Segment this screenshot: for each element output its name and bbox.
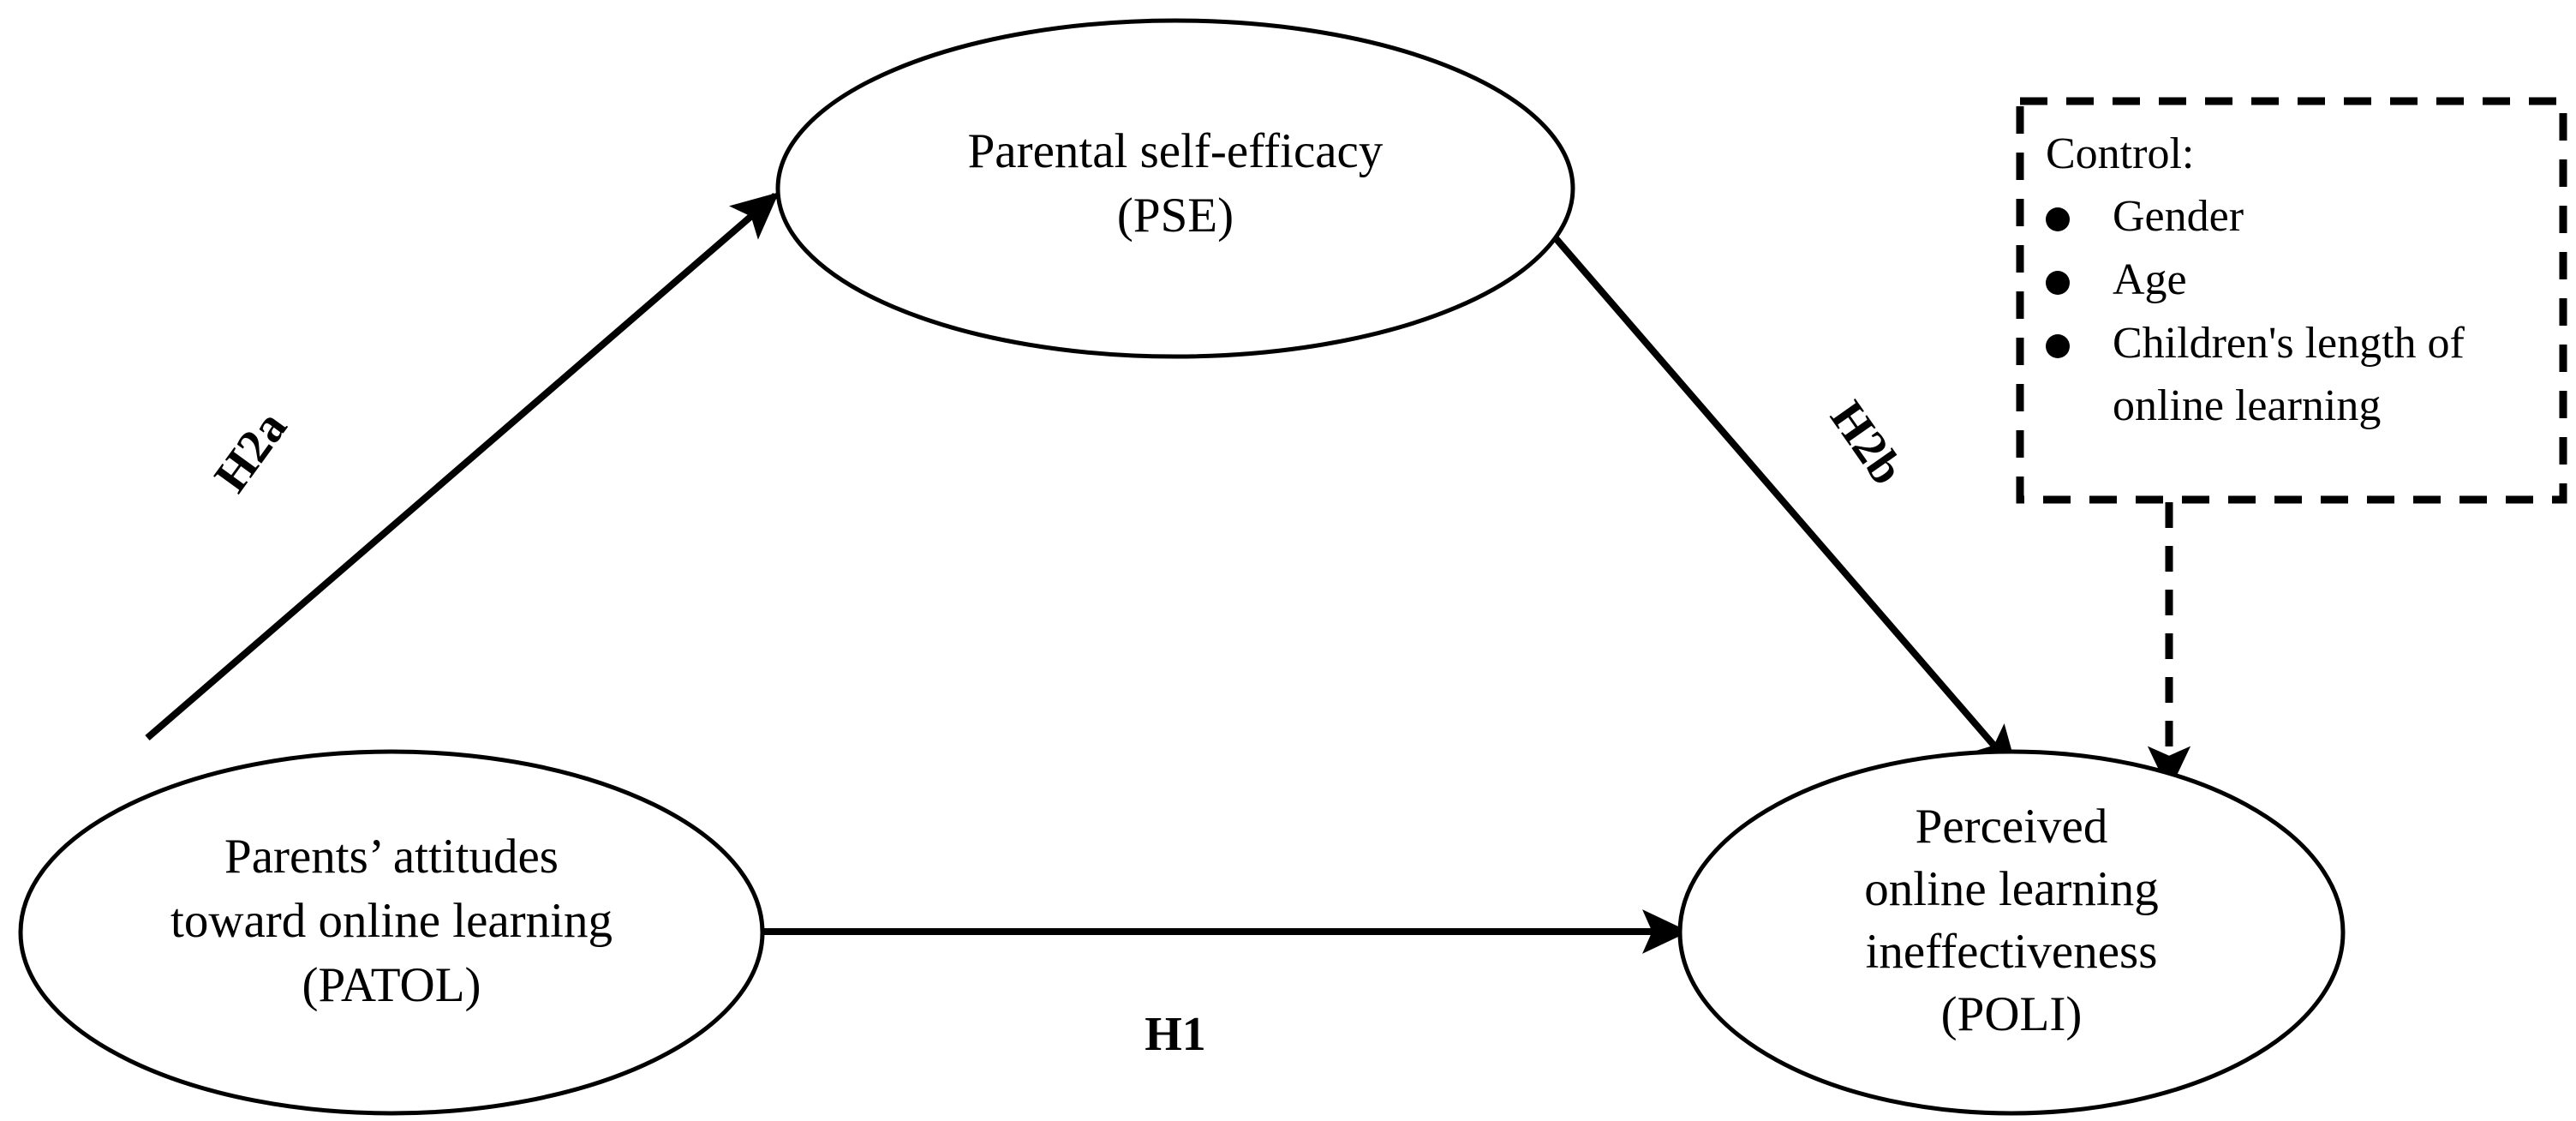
- node-poli-label-line2: online learning: [1864, 862, 2158, 916]
- control-box-heading: Control:: [2046, 129, 2194, 178]
- path-h2a-label: H2a: [204, 401, 297, 501]
- node-pse[interactable]: Parental self-efficacy (PSE): [775, 18, 1575, 359]
- path-h1-label: H1: [1145, 1008, 1206, 1061]
- bullet-icon: [2046, 334, 2070, 358]
- path-h2b-arrow: [1541, 223, 2018, 774]
- node-patol-label-line2: toward online learning: [170, 894, 613, 948]
- path-h2a-arrow: [145, 192, 780, 741]
- node-poli-shape[interactable]: [1677, 749, 2346, 1116]
- bullet-icon: [2046, 271, 2070, 295]
- node-pse-label-line1: Parental self-efficacy: [968, 124, 1384, 178]
- node-patol-shape[interactable]: [18, 749, 765, 1116]
- node-poli-label-line3: ineffectiveness: [1866, 925, 2158, 979]
- path-h2a: H2a: [145, 192, 780, 741]
- node-pse-shape[interactable]: [775, 18, 1575, 359]
- node-poli-label-line1: Perceived: [1916, 800, 2108, 854]
- control-item-gender: Gender: [2113, 192, 2244, 241]
- control-variables-box[interactable]: Control: Gender Age Children's length of…: [2016, 97, 2567, 504]
- node-poli-label-line4: (POLI): [1941, 987, 2083, 1041]
- control-item-age: Age: [2113, 255, 2187, 304]
- control-item-children-length-line2: online learning: [2113, 381, 2381, 430]
- path-h1: H1: [759, 909, 1689, 1061]
- control-item-children-length-line1: Children's length of: [2113, 319, 2465, 368]
- bullet-icon: [2046, 207, 2070, 231]
- node-poli[interactable]: Perceived online learning ineffectivenes…: [1677, 749, 2346, 1116]
- node-patol-label-line3: (PATOL): [302, 958, 481, 1012]
- node-pse-label-line2: (PSE): [1117, 189, 1234, 243]
- path-h2b: H2b: [1541, 223, 2018, 774]
- node-patol-label-line1: Parents’ attitudes: [224, 830, 559, 884]
- path-h2b-label: H2b: [1820, 392, 1914, 495]
- node-patol[interactable]: Parents’ attitudes toward online learnin…: [18, 749, 765, 1116]
- control-box-outline[interactable]: [2016, 97, 2567, 504]
